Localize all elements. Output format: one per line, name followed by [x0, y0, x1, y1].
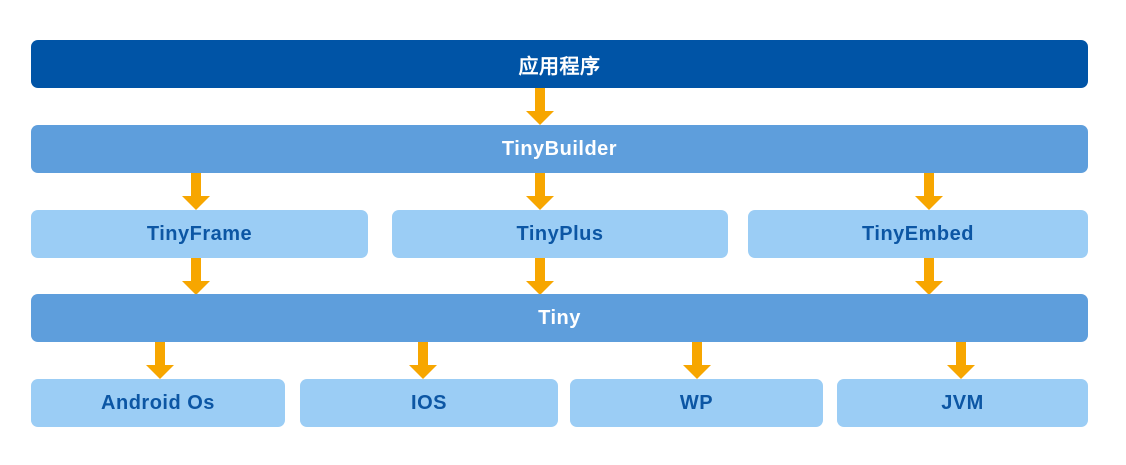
layer-tiny-core-label: Tiny — [538, 306, 581, 329]
arrow-stem — [924, 173, 934, 196]
arrow-down-icon — [947, 342, 975, 379]
platform-wp: WP — [570, 379, 823, 427]
arrow-head — [526, 196, 554, 210]
arrow-head — [146, 365, 174, 379]
arrow-down-icon — [409, 342, 437, 379]
module-tinyplus-label: TinyPlus — [516, 222, 604, 245]
platform-android: Android Os — [31, 379, 285, 427]
arrow-stem — [155, 342, 165, 365]
arrow-stem — [956, 342, 966, 365]
arrow-down-icon — [182, 173, 210, 210]
platform-wp-label: WP — [679, 391, 714, 414]
arrow-down-icon — [146, 342, 174, 379]
arrow-head — [947, 365, 975, 379]
arrow-stem — [535, 173, 545, 196]
arrow-down-icon — [915, 173, 943, 210]
arrow-down-icon — [526, 173, 554, 210]
arrow-down-icon — [683, 342, 711, 379]
module-tinyembed: TinyEmbed — [748, 210, 1088, 258]
platform-jvm-label: JVM — [941, 391, 984, 414]
arrow-stem — [191, 258, 201, 281]
platform-ios: IOS — [300, 379, 558, 427]
platform-ios-label: IOS — [411, 391, 447, 414]
arrow-down-icon — [526, 258, 554, 295]
layer-tiny-core: Tiny — [31, 294, 1088, 342]
layer-tinybuilder-label: TinyBuilder — [501, 137, 618, 160]
layer-application-label: 应用程序 — [518, 55, 601, 78]
arrow-head — [915, 196, 943, 210]
arrow-down-icon — [182, 258, 210, 295]
module-tinyplus: TinyPlus — [392, 210, 728, 258]
layer-tinybuilder: TinyBuilder — [31, 125, 1088, 173]
arrow-stem — [692, 342, 702, 365]
arrow-down-icon — [526, 88, 554, 125]
arrow-stem — [924, 258, 934, 281]
arrow-head — [683, 365, 711, 379]
arrow-head — [526, 111, 554, 125]
arrow-stem — [535, 88, 545, 111]
module-tinyembed-label: TinyEmbed — [862, 222, 974, 245]
platform-android-label: Android Os — [101, 391, 215, 414]
arrow-stem — [191, 173, 201, 196]
arrow-head — [182, 196, 210, 210]
arrow-head — [526, 281, 554, 295]
arrow-head — [915, 281, 943, 295]
platform-jvm: JVM — [837, 379, 1088, 427]
arrow-head — [182, 281, 210, 295]
module-tinyframe-label: TinyFrame — [146, 222, 253, 245]
arrow-stem — [535, 258, 545, 281]
layer-application: 应用程序 — [31, 40, 1088, 88]
arrow-stem — [418, 342, 428, 365]
arrow-down-icon — [915, 258, 943, 295]
arrow-head — [409, 365, 437, 379]
module-tinyframe: TinyFrame — [31, 210, 368, 258]
